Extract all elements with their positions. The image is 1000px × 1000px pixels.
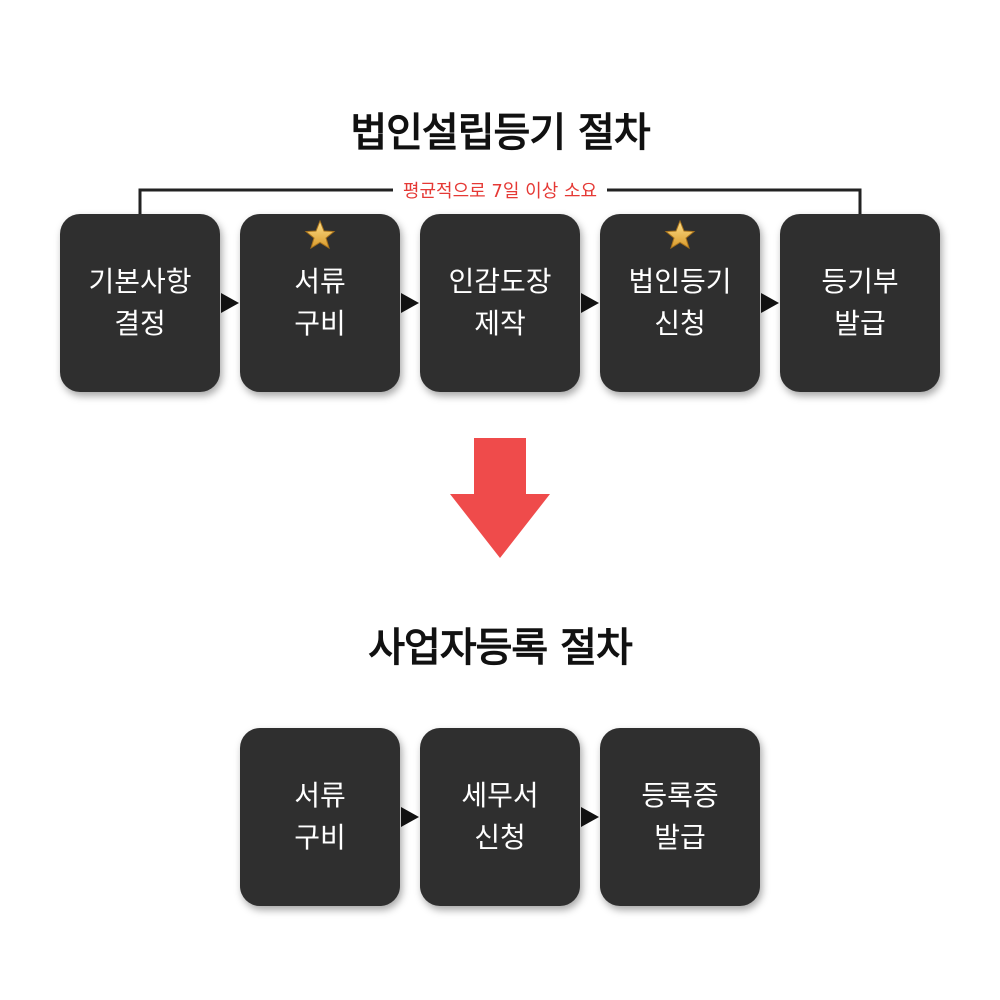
arrow-down-icon xyxy=(450,438,550,558)
step-box-documents: 서류 구비 xyxy=(240,214,400,392)
arrow-right-icon xyxy=(581,293,599,313)
step-label-line1: 서류 xyxy=(294,265,346,298)
step-label-line1: 세무서 xyxy=(461,779,539,812)
step-label-line2: 구비 xyxy=(294,821,346,854)
duration-label: 평균적으로 7일 이상 소요 xyxy=(392,181,608,202)
step-box-documents-2: 서류 구비 xyxy=(240,728,400,906)
procedure-title-corporate-registration: 법인설립등기 절차 xyxy=(350,110,650,156)
step-label-line1: 기본사항 xyxy=(88,265,192,298)
step-label-line1: 인감도장 xyxy=(448,265,552,298)
star-icon xyxy=(664,219,696,250)
step-label-line1: 서류 xyxy=(294,779,346,812)
arrow-right-icon xyxy=(401,807,419,827)
step-box-certificate-issuance: 등록증 발급 xyxy=(600,728,760,906)
arrow-right-icon xyxy=(221,293,239,313)
duration-label-wrap: 평균적으로 7일 이상 소요 xyxy=(0,177,1000,203)
arrow-right-icon xyxy=(761,293,779,313)
arrow-right-icon xyxy=(401,293,419,313)
step-box-tax-office-application: 세무서 신청 xyxy=(420,728,580,906)
step-label-line2: 신청 xyxy=(474,821,526,854)
step-label-line2: 발급 xyxy=(834,307,886,340)
step-label-line2: 구비 xyxy=(294,307,346,340)
procedure-title-business-registration: 사업자등록 절차 xyxy=(368,625,633,671)
step-label-line1: 등록증 xyxy=(641,779,719,812)
step-box-seal-making: 인감도장 제작 xyxy=(420,214,580,392)
step-box-basic-decision: 기본사항 결정 xyxy=(60,214,220,392)
step-label-line2: 결정 xyxy=(114,307,166,340)
step-box-registration-application: 법인등기 신청 xyxy=(600,214,760,392)
arrow-right-icon xyxy=(581,807,599,827)
step-label-line1: 법인등기 xyxy=(628,265,732,298)
step-label-line2: 발급 xyxy=(654,821,706,854)
step-box-register-issuance: 등기부 발급 xyxy=(780,214,940,392)
star-icon xyxy=(304,219,336,250)
step-label-line2: 제작 xyxy=(474,307,526,340)
step-label-line2: 신청 xyxy=(654,307,706,340)
step-label-line1: 등기부 xyxy=(821,265,899,298)
